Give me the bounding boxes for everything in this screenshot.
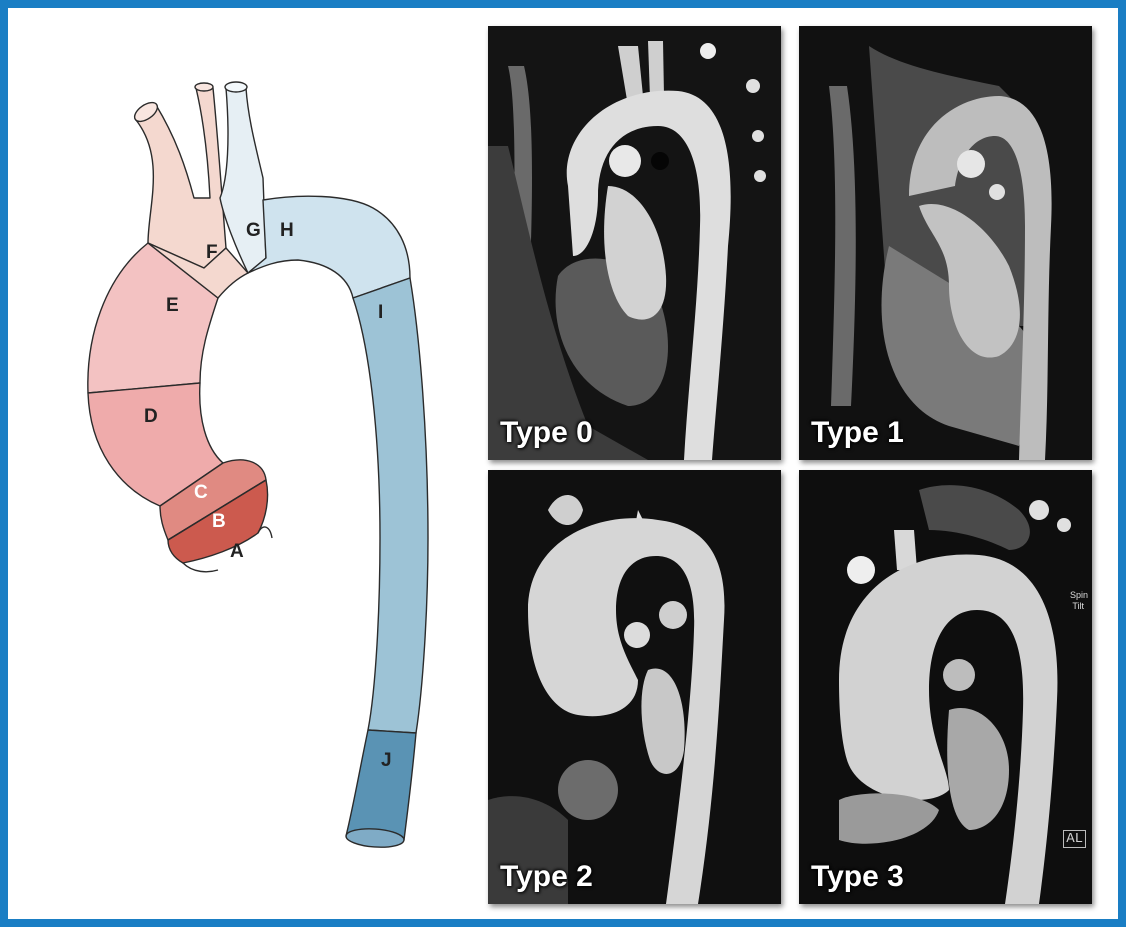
ct-panel-type-0: Type 0 xyxy=(488,26,781,460)
label-g: G xyxy=(246,220,261,241)
panel-label-type-0: Type 0 xyxy=(500,416,593,450)
ct-panel-type-2: Type 2 xyxy=(488,470,781,904)
panel-label-type-3: Type 3 xyxy=(811,860,904,894)
label-f: F xyxy=(206,242,218,263)
segment-h xyxy=(248,196,410,298)
label-h: H xyxy=(280,220,294,241)
panel-label-type-1: Type 1 xyxy=(811,416,904,450)
label-a: A xyxy=(230,541,244,562)
type3-corner-text-1: Spin xyxy=(1070,590,1088,600)
label-c: C xyxy=(194,482,208,503)
panel-label-type-2: Type 2 xyxy=(500,860,593,894)
label-d: D xyxy=(144,406,158,427)
label-b: B xyxy=(212,511,226,532)
type3-corner-text-2: Tilt xyxy=(1072,601,1084,611)
segment-j xyxy=(346,730,416,840)
ct-panel-type-1: Type 1 xyxy=(799,26,1092,460)
type3-corner-mark: AL xyxy=(1063,830,1086,848)
left-subclavian-artery xyxy=(220,88,266,273)
segment-i xyxy=(353,278,428,733)
figure-frame: F G H E I D C B A J xyxy=(8,8,1118,919)
aorta-segment-diagram: F G H E I D C B A J xyxy=(8,8,488,919)
label-j: J xyxy=(381,750,392,771)
label-i: I xyxy=(378,302,383,323)
label-e: E xyxy=(166,295,179,316)
ct-panel-type-3: Spin Tilt AL Type 3 xyxy=(799,470,1092,904)
